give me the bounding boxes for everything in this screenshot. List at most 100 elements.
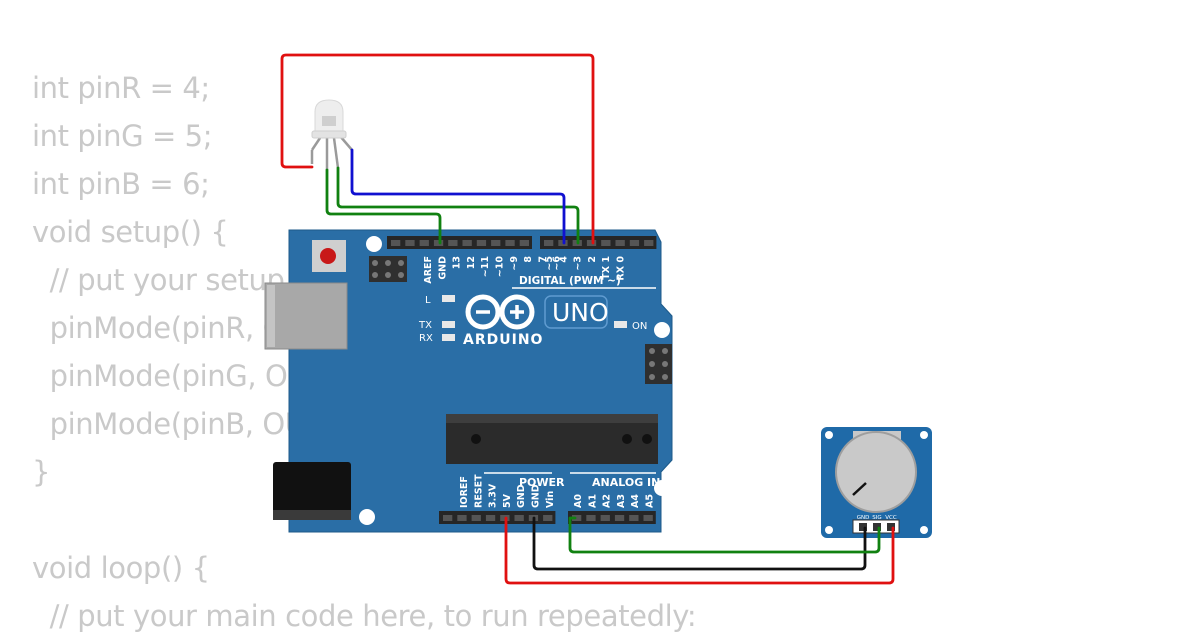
code-line: void setup() { bbox=[32, 215, 229, 249]
analog-label: ANALOG IN bbox=[592, 476, 660, 489]
header-pin[interactable] bbox=[644, 240, 654, 246]
pin-label: ~6 bbox=[552, 256, 563, 271]
pot-pin bbox=[887, 523, 895, 531]
pot-pin-gnd-label: GND bbox=[857, 515, 870, 521]
mounting-hole bbox=[654, 480, 670, 496]
pin-label: RX 0 bbox=[616, 256, 627, 281]
led-leg-common bbox=[332, 137, 340, 169]
led-on bbox=[614, 321, 627, 328]
header-pin[interactable] bbox=[391, 240, 401, 246]
led-rim bbox=[311, 130, 347, 139]
pin-label: Vin bbox=[545, 491, 556, 508]
pot-mount-hole bbox=[920, 526, 928, 534]
header-pin[interactable] bbox=[471, 515, 481, 521]
digital-header-right bbox=[540, 236, 657, 249]
header-pin[interactable] bbox=[405, 240, 415, 246]
header-pin[interactable] bbox=[419, 240, 429, 246]
header-pin[interactable] bbox=[643, 515, 653, 521]
mounting-hole bbox=[654, 322, 670, 338]
usb-connector-edge bbox=[267, 285, 275, 347]
wire-blue-pin6[interactable] bbox=[350, 148, 566, 245]
pot-mount-hole bbox=[825, 526, 833, 534]
header-pin[interactable] bbox=[601, 240, 611, 246]
analog-header bbox=[568, 511, 656, 524]
wire-green-a0[interactable] bbox=[568, 516, 881, 554]
header-pin[interactable] bbox=[614, 515, 625, 521]
wire-red-pin4[interactable] bbox=[280, 53, 595, 245]
pin-label: ~11 bbox=[480, 256, 491, 277]
header-pin[interactable] bbox=[629, 515, 639, 521]
pot-pin bbox=[859, 523, 867, 531]
header-pin[interactable] bbox=[586, 240, 597, 246]
pot-pin-sig-label: SIG bbox=[872, 515, 881, 521]
pin-label: GND bbox=[437, 256, 448, 280]
header-pin[interactable] bbox=[457, 515, 467, 521]
code-line: int pinB = 6; bbox=[32, 167, 210, 201]
header-strip bbox=[439, 511, 556, 524]
pin-label: AREF bbox=[423, 256, 434, 284]
pin-label: A4 bbox=[630, 494, 641, 508]
wire-black-gnd[interactable] bbox=[532, 516, 867, 571]
wires bbox=[280, 53, 895, 585]
potentiometer-module[interactable]: GND SIG VCC bbox=[821, 427, 932, 538]
header-pin[interactable] bbox=[433, 240, 444, 246]
chip-top-edge bbox=[446, 414, 658, 423]
header-pin[interactable] bbox=[543, 515, 553, 521]
led-tx bbox=[442, 321, 455, 328]
digital-header-left bbox=[387, 236, 532, 249]
header-pin[interactable] bbox=[485, 515, 496, 521]
pin-label: A0 bbox=[573, 494, 584, 508]
led-tx-label: TX bbox=[418, 320, 432, 331]
arduino-infinity-logo bbox=[465, 294, 535, 330]
header-pin[interactable] bbox=[544, 240, 554, 246]
pin-label: RESET bbox=[473, 474, 484, 508]
pin-label: 12 bbox=[466, 256, 477, 269]
code-line: } bbox=[32, 455, 51, 489]
header-pin[interactable] bbox=[448, 240, 458, 246]
pin-label: IOREF bbox=[459, 476, 470, 508]
header-pin[interactable] bbox=[615, 240, 625, 246]
chip-notch bbox=[622, 434, 632, 444]
pin-label: 8 bbox=[523, 256, 534, 263]
header-pin[interactable] bbox=[462, 240, 472, 246]
reset-button-cap[interactable] bbox=[320, 248, 336, 264]
header-pin[interactable] bbox=[629, 240, 640, 246]
code-line: int pinR = 4; bbox=[32, 71, 210, 105]
led-die bbox=[322, 116, 336, 126]
mounting-hole bbox=[359, 509, 375, 525]
wire-green-gnd[interactable] bbox=[325, 168, 442, 245]
header-pin[interactable] bbox=[572, 515, 582, 521]
header-strip bbox=[540, 236, 657, 249]
pin-label: A5 bbox=[645, 494, 656, 508]
pin-label: A2 bbox=[602, 494, 613, 508]
header-pin[interactable] bbox=[476, 240, 487, 246]
pin-label: A3 bbox=[616, 494, 627, 508]
header-pin[interactable] bbox=[600, 515, 610, 521]
header-pin[interactable] bbox=[514, 515, 524, 521]
wire-red-5v[interactable] bbox=[504, 516, 895, 585]
code-line: void loop() { bbox=[32, 551, 210, 585]
header-pin[interactable] bbox=[586, 515, 596, 521]
usb-connector bbox=[264, 282, 348, 350]
rgb-led[interactable] bbox=[310, 99, 353, 170]
code-line: // put your main code here, to run repea… bbox=[32, 599, 697, 633]
header-pin[interactable] bbox=[443, 515, 453, 521]
pin-label: ~9 bbox=[509, 256, 520, 271]
led-l-label: L bbox=[425, 295, 431, 306]
pin-label: 13 bbox=[452, 256, 463, 269]
power-header bbox=[439, 511, 556, 524]
power-jack bbox=[273, 462, 351, 517]
power-jack-shade bbox=[273, 510, 351, 520]
pin-label: TX 1 bbox=[601, 256, 612, 280]
header-pin[interactable] bbox=[491, 240, 501, 246]
header-pin[interactable] bbox=[505, 240, 515, 246]
pin-label: 3.3V bbox=[488, 483, 499, 508]
pot-knob[interactable] bbox=[835, 431, 917, 513]
wire-green-pin5[interactable] bbox=[336, 166, 580, 245]
pin-label: 5V bbox=[502, 493, 513, 508]
led-rx bbox=[442, 334, 455, 341]
header-pin[interactable] bbox=[519, 240, 529, 246]
